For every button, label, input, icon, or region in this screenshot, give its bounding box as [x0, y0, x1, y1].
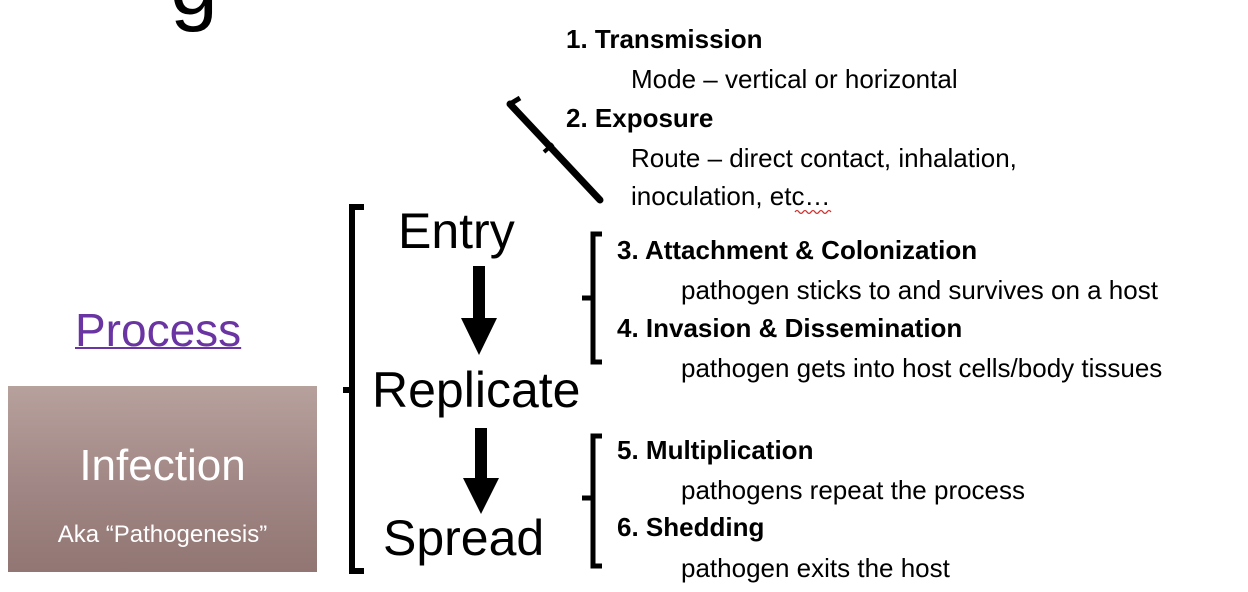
step-6-heading: 6. Shedding	[617, 512, 765, 542]
step-2-heading: 2. Exposure	[566, 103, 714, 133]
exposure-tick	[508, 95, 522, 107]
stage-entry: Entry	[398, 203, 515, 259]
step-1-detail: Mode – vertical or horizontal	[631, 64, 958, 94]
step-4-detail: pathogen gets into host cells/body tissu…	[681, 353, 1163, 383]
pathogenesis-subtitle: Aka “Pathogenesis”	[57, 521, 268, 548]
stage-replicate: Replicate	[372, 362, 581, 418]
exposure-connector	[506, 100, 604, 204]
step-3-detail: pathogen sticks to and survives on a hos…	[681, 275, 1158, 305]
infection-box: Infection Aka “Pathogenesis”	[8, 386, 317, 572]
infection-title: Infection	[79, 441, 246, 490]
step-5-heading: 5. Multiplication	[617, 435, 814, 465]
main-bracket	[343, 204, 364, 574]
title-fragment: g	[170, 0, 218, 28]
step-5-detail: pathogens repeat the process	[681, 475, 1026, 505]
step-4-heading: 4. Invasion & Dissemination	[617, 313, 963, 343]
arrow-entry-replicate-head	[461, 318, 497, 355]
bracket-steps-5-6	[582, 433, 602, 569]
step-6-detail: pathogen exits the host	[681, 553, 950, 583]
step-3-heading: 3. Attachment & Colonization	[617, 235, 978, 265]
stage-spread: Spread	[383, 510, 545, 566]
step-1-heading: 1. Transmission	[566, 24, 763, 54]
bracket-steps-3-4	[582, 231, 602, 365]
step-2-detail-line-1: Route – direct contact, inhalation,	[631, 143, 1017, 173]
step-2-detail-line-2: inoculation, etc…	[631, 181, 831, 211]
exposure-midtick	[542, 142, 555, 154]
process-link[interactable]: Process	[75, 304, 242, 356]
arrow-replicate-spread-head	[463, 478, 499, 514]
